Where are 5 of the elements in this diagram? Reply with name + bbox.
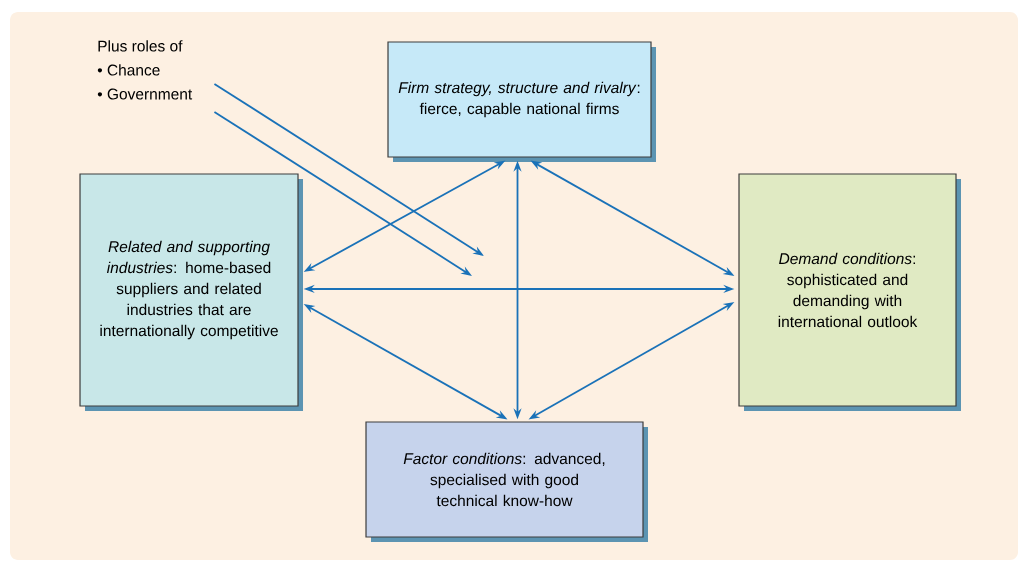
factor-box: Firm strategy, structure and rivalry: fierce, capable national firms [387, 41, 656, 162]
factor-box: Demand conditions: sophisticated and demanding with international outlook [738, 173, 961, 411]
note-text: Plus roles of • Chance • Government [97, 40, 193, 100]
factor-box: Factor conditions: advanced, specialised with good technical know-how [365, 421, 648, 542]
factor-box: Related and supporting industries: home-based suppliers and related industries that are internationally competitive [79, 173, 303, 411]
